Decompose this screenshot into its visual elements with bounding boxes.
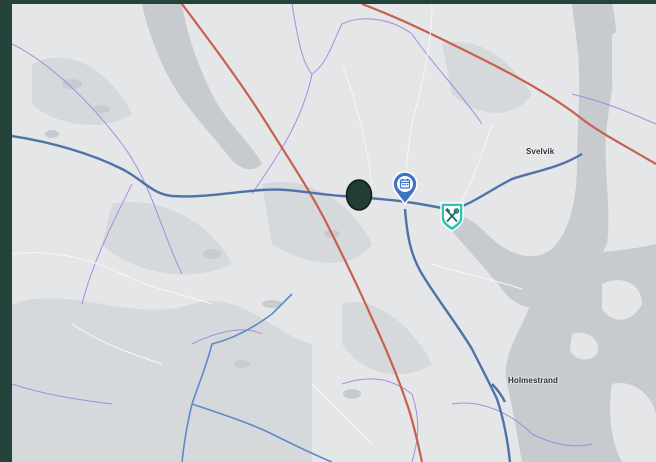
terrain-layer <box>12 42 532 462</box>
map-canvas <box>12 4 656 462</box>
minor-road-layer <box>12 4 523 445</box>
place-label-holmestrand: Holmestrand <box>508 376 558 385</box>
secondary-route-layer <box>181 293 333 462</box>
major-road-layer <box>181 4 656 462</box>
calendar-icon[interactable] <box>391 171 419 205</box>
place-label-svelvik: Svelvik <box>526 147 555 156</box>
map-viewport[interactable]: Svelvik Holmestrand <box>12 4 656 462</box>
hammer-wrench-icon[interactable] <box>437 200 467 232</box>
location-dot-icon[interactable] <box>345 179 373 211</box>
boundary-layer <box>12 4 656 462</box>
island-layer <box>570 30 656 462</box>
